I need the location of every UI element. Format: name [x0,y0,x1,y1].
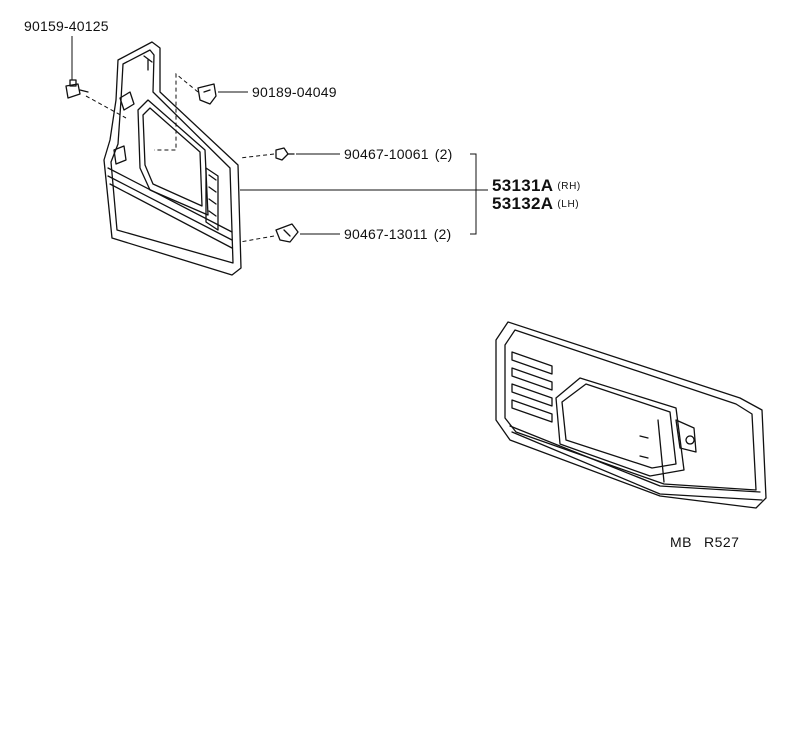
headlamp-door-exploded [103,41,242,276]
part-number: 90467-10061 [344,146,429,162]
callout-90467-10061: 90467-10061 (2) [344,146,452,162]
drawing-code: MB R527 [670,534,739,550]
callout-90467-13011: 90467-13011 (2) [344,226,451,242]
drawing-code-number: R527 [704,534,740,550]
part-number: 53132A [492,194,554,213]
callout-90159-40125: 90159-40125 [24,18,109,34]
leader-lines [71,36,488,243]
assembly-label-rh: 53131A(RH) [492,176,581,196]
side-indicator: (RH) [557,181,581,192]
part-number: 90189-04049 [252,84,337,100]
quantity: (2) [434,146,453,162]
quantity: (2) [433,226,452,242]
drawing-code-prefix: MB [670,534,692,550]
clip-90189-04049 [197,83,217,105]
side-indicator: (LH) [557,199,580,210]
part-number: 53131A [492,176,554,195]
screw-90467-10061 [275,147,295,161]
part-number: 90159-40125 [24,18,109,34]
assembly-label-lh: 53132A(LH) [492,194,579,214]
callout-90189-04049: 90189-04049 [252,84,337,100]
clip-90467-13011 [275,223,299,243]
part-number: 90467-13011 [344,226,428,242]
screw-90159-40125 [65,79,89,99]
headlamp-door-assembled [495,321,767,509]
